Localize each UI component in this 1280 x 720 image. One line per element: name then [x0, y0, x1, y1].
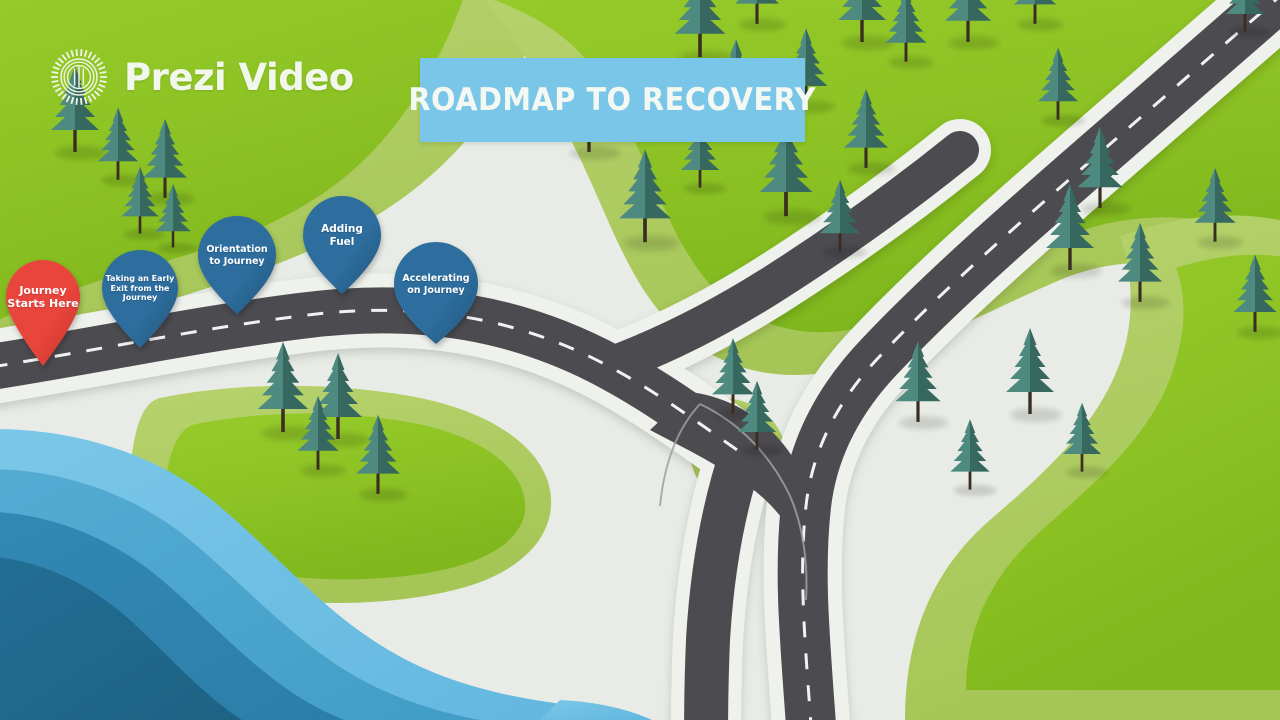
brand-lockup: Prezi Video — [48, 46, 354, 108]
pin-shape — [198, 216, 276, 314]
pin-shape — [303, 196, 381, 294]
pin-shape — [394, 242, 478, 344]
title-banner: ROADMAP TO RECOVERY — [409, 58, 816, 142]
pin-shape — [102, 250, 178, 348]
pin-shape — [6, 260, 80, 366]
brand-wordmark: Prezi Video — [124, 55, 354, 99]
prezi-sunburst-icon — [51, 49, 107, 105]
title-banner-text: ROADMAP TO RECOVERY — [408, 82, 817, 118]
